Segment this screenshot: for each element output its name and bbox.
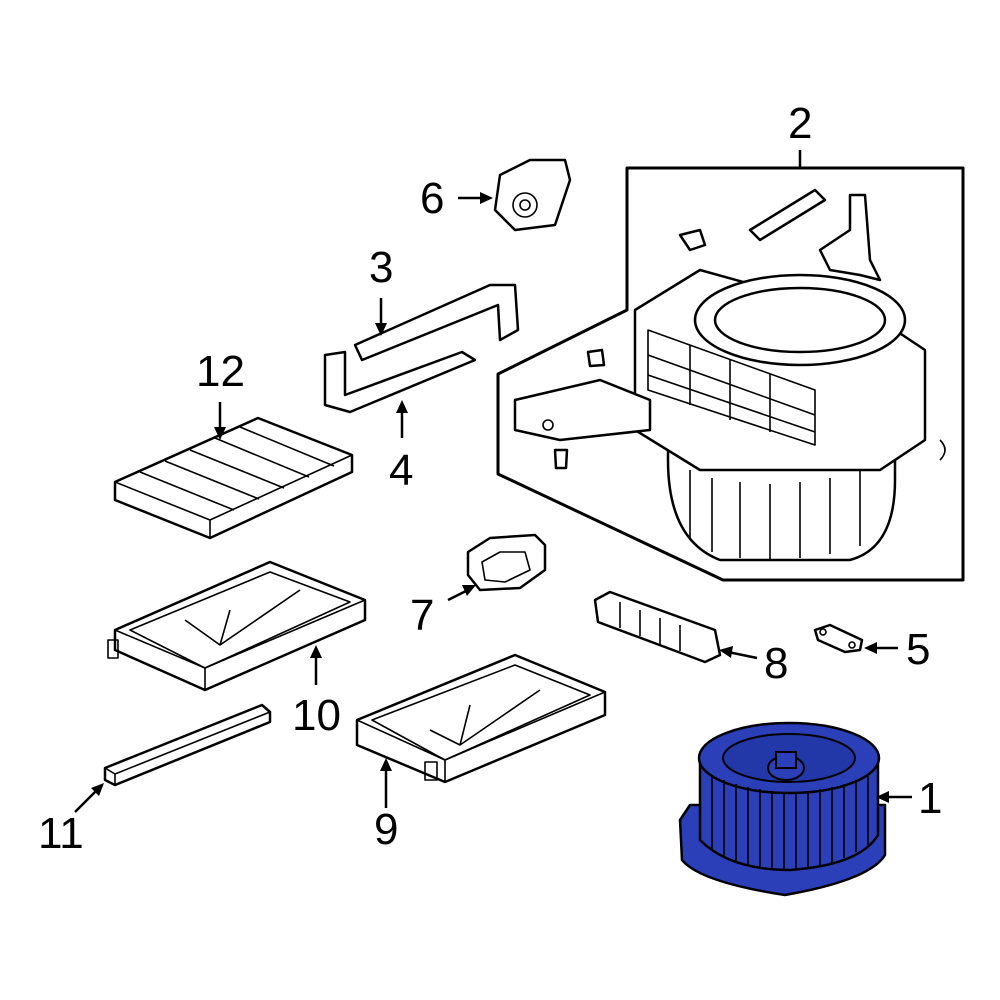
callout-9: 9 bbox=[374, 805, 398, 854]
callout-1: 1 bbox=[918, 774, 942, 823]
seal-part-4 bbox=[323, 350, 477, 414]
callout-11: 11 bbox=[38, 809, 84, 858]
callout-7: 7 bbox=[410, 591, 434, 640]
cabin-filter-part bbox=[113, 416, 354, 540]
strip-part-11 bbox=[103, 703, 272, 787]
blower-housing-assembly bbox=[496, 166, 965, 582]
callout-6: 6 bbox=[420, 174, 444, 223]
filter-tray-part-10 bbox=[107, 560, 367, 692]
callout-8: 8 bbox=[764, 639, 788, 688]
callout-12: 12 bbox=[196, 347, 245, 396]
seal-part-3 bbox=[353, 283, 520, 362]
callout-4: 4 bbox=[389, 446, 413, 495]
filter-tray-part-9 bbox=[355, 653, 607, 784]
resistor-part bbox=[593, 590, 722, 664]
callout-10: 10 bbox=[292, 691, 341, 740]
callout-3: 3 bbox=[369, 243, 393, 292]
blower-motor-part bbox=[678, 721, 887, 897]
callout-2: 2 bbox=[788, 99, 812, 148]
actuator-part bbox=[493, 158, 572, 232]
leader-arrows bbox=[74, 150, 912, 813]
callout-5: 5 bbox=[906, 625, 930, 674]
servo-motor-part bbox=[466, 533, 547, 592]
bracket-part-5 bbox=[813, 623, 864, 654]
